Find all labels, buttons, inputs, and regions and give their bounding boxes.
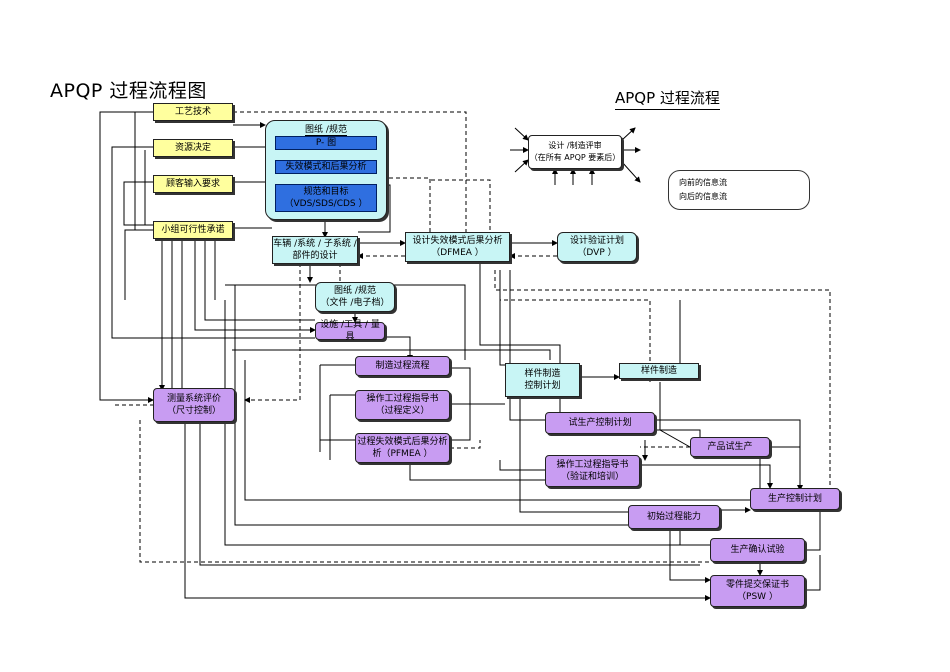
prototype-build-box: 样件制造 (619, 363, 699, 379)
production-validation-label: 生产确认试验 (730, 545, 785, 555)
design-review-note: （在所有 APQP 要素后） (529, 153, 621, 162)
dfmea-box: 设计失效模式后果分析 （DFMEA ） (405, 232, 510, 262)
msa-box: 测量系统评价 （尺寸控制） (153, 388, 235, 422)
pfmea-label-2: 析（PFMEA ） (372, 449, 433, 459)
drawings-file-label-1: 图纸 /规范 (334, 286, 376, 296)
work-instructions-label-1: 操作工过程指导书 (366, 394, 439, 404)
pilot-production-box: 产品试生产 (690, 437, 770, 457)
team-feasibility-box: 小组可行性承诺 (153, 221, 233, 239)
page-subtitle: APQP 过程流程 (615, 87, 720, 110)
dvp-label-1: 设计验证计划 (569, 236, 624, 246)
drawings-spec-title: 图纸 /规范 (305, 125, 347, 136)
dfmea-label-2: （DFMEA ） (431, 248, 484, 258)
design-review-box: 设计 /制造评审 （在所有 APQP 要素后） (528, 135, 622, 169)
work-instructions-box: 操作工过程指导书 （过程定义） (355, 390, 450, 420)
dfmea-label-1: 设计失效模式后果分析 (412, 236, 503, 246)
dvp-box: 设计验证计划 （DVP ） (557, 232, 637, 262)
work-instructions-verify-label-1: 操作工过程指导书 (556, 460, 629, 470)
production-control-label: 生产控制计划 (767, 494, 822, 504)
resource-decision-label: 资源决定 (174, 143, 211, 153)
dvp-label-2: （DVP ） (577, 248, 617, 258)
facilities-label: 设施 /工具 / 量具 (320, 320, 380, 342)
legend-backward-label: 向后的信息流 (679, 192, 727, 201)
msa-label-2: （尺寸控制） (166, 406, 221, 416)
fmea-box: 失效模式和后果分析 (275, 160, 377, 174)
legend: 向前的信息流 向后的信息流 (668, 170, 810, 210)
drawings-file-box: 图纸 /规范 （文件 /电子档） (315, 282, 395, 312)
resource-decision-box: 资源决定 (153, 139, 233, 157)
prototype-build-label: 样件制造 (640, 366, 677, 376)
pilot-production-label: 产品试生产 (707, 442, 753, 452)
spec-target-codes: （VDS/SDS/CDS ） (284, 199, 368, 209)
process-flow-box: 制造过程流程 (355, 356, 450, 376)
prelaunch-control-plan-box: 试生产控制计划 (545, 412, 655, 434)
psw-label-2: （PSW ） (737, 592, 778, 602)
pfmea-box: 过程失效模式后果分析 析（PFMEA ） (355, 433, 450, 463)
work-instructions-label-2: （过程定义） (375, 406, 430, 416)
design-review-label: 设计 /制造评审 (548, 141, 602, 150)
p-diagram-box: P- 图 (275, 136, 377, 150)
spec-target-label: 规范和目标 (303, 187, 349, 197)
team-feasibility-label: 小组可行性承诺 (161, 225, 225, 235)
production-control-plan-box: 生产控制计划 (750, 488, 840, 510)
production-validation-box: 生产确认试验 (710, 538, 805, 562)
prototype-control-plan-box: 样件制造 控制计划 (505, 363, 580, 397)
vehicle-design-box: 车辆 /系统 / 子系统 / 部件的设计 (272, 236, 358, 264)
process-technology-label: 工艺技术 (174, 107, 211, 117)
pfmea-label-1: 过程失效模式后果分析 (357, 437, 448, 447)
work-instructions-verify-box: 操作工过程指导书 （验证和培训） (545, 455, 640, 487)
customer-input-label: 顾客输入要求 (165, 179, 220, 189)
process-flow-label: 制造过程流程 (375, 361, 430, 371)
initial-capability-label: 初始过程能力 (646, 512, 701, 522)
psw-box: 零件提交保证书 （PSW ） (710, 575, 805, 607)
psw-label-1: 零件提交保证书 (725, 580, 789, 590)
fmea-label: 失效模式和后果分析 (285, 162, 367, 172)
facilities-box: 设施 /工具 / 量具 (315, 320, 385, 342)
spec-target-box: 规范和目标 （VDS/SDS/CDS ） (275, 184, 377, 212)
customer-input-box: 顾客输入要求 (153, 175, 233, 193)
prelaunch-control-label: 试生产控制计划 (568, 418, 632, 428)
drawings-file-label-2: （文件 /电子档） (320, 298, 390, 308)
page-title: APQP 过程流程图 (50, 80, 207, 102)
vehicle-design-label-1: 车辆 /系统 / 子系统 / (273, 239, 357, 249)
prototype-control-label-2: 控制计划 (524, 381, 561, 391)
vehicle-design-label-2: 部件的设计 (292, 251, 338, 261)
msa-label-1: 测量系统评价 (166, 394, 221, 404)
prototype-control-label-1: 样件制造 (524, 369, 561, 379)
process-technology-box: 工艺技术 (153, 103, 233, 121)
work-instructions-verify-label-2: （验证和培训） (560, 472, 624, 482)
initial-capability-box: 初始过程能力 (628, 505, 720, 529)
p-diagram-label: P- 图 (315, 138, 337, 148)
legend-forward-label: 向前的信息流 (679, 178, 727, 187)
